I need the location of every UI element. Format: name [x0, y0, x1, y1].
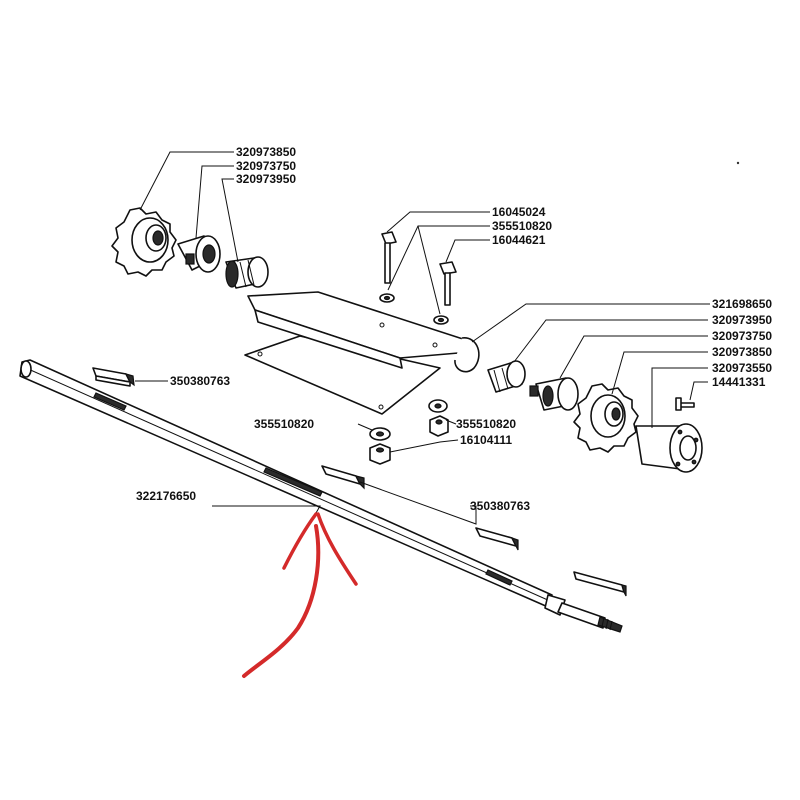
label-key-top: 350380763 — [170, 374, 230, 388]
pin — [675, 397, 695, 411]
part-labels: 320973850 320973750 320973950 16045024 3… — [136, 145, 772, 513]
label-shaft: 322176650 — [136, 489, 196, 503]
bolt-left — [379, 231, 397, 303]
label-right-a: 320973950 — [712, 313, 772, 327]
sprocket-left — [111, 207, 177, 277]
leader-lines — [135, 151, 710, 525]
shaft — [19, 359, 623, 633]
label-washer-c: 355510820 — [456, 417, 516, 431]
sprocket-right — [573, 383, 639, 453]
label-plate: 321698650 — [712, 297, 772, 311]
label-right-c: 320973850 — [712, 345, 772, 359]
label-nut: 16104111 — [460, 433, 512, 447]
washer-left-lower — [369, 427, 391, 441]
label-sprocket-left-c: 320973950 — [236, 172, 296, 186]
key-lower — [475, 527, 519, 551]
speck — [736, 161, 740, 165]
bearing-right — [487, 360, 526, 393]
label-bolt-a: 16045024 — [492, 205, 546, 219]
label-bolt-b: 16044621 — [492, 233, 546, 247]
label-washer-b: 355510820 — [254, 417, 314, 431]
bolt-right — [433, 261, 457, 325]
key-middle — [321, 465, 365, 490]
washer-right-lower — [428, 399, 448, 413]
label-right-d: 320973550 — [712, 361, 772, 375]
flanged-sleeve — [635, 423, 703, 473]
nut-lower — [369, 443, 391, 465]
label-washer-a: 355510820 — [492, 219, 552, 233]
nut — [429, 415, 449, 437]
label-pin: 14441331 — [712, 375, 766, 389]
bushing-left — [177, 235, 221, 273]
key-upper — [92, 367, 135, 387]
label-right-b: 320973750 — [712, 329, 772, 343]
bushing-right — [529, 377, 579, 411]
plate — [244, 291, 480, 415]
label-key-bottom: 350380763 — [470, 499, 530, 513]
label-sprocket-left-a: 320973850 — [236, 145, 296, 159]
key-loose — [573, 571, 627, 597]
bearing-left — [225, 256, 269, 289]
label-sprocket-left-b: 320973750 — [236, 159, 296, 173]
red-arrow-annotation — [242, 512, 358, 678]
